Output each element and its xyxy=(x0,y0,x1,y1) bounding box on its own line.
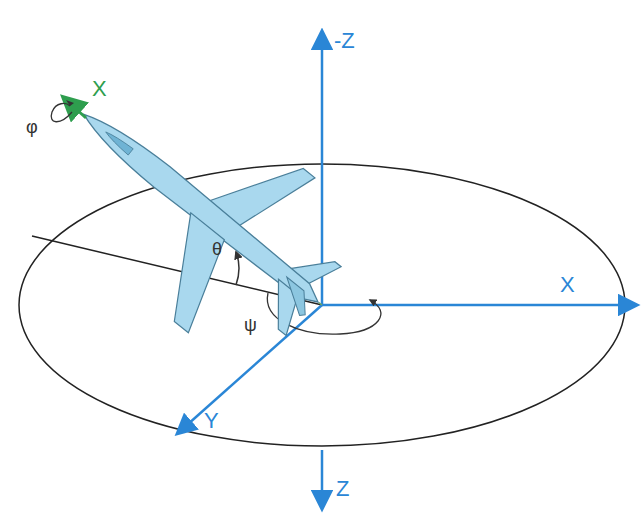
roll-arc xyxy=(51,104,72,122)
axis-label: Z xyxy=(336,478,349,500)
aircraft xyxy=(18,40,377,384)
pitch-arc xyxy=(236,252,239,285)
body-axis-label: X xyxy=(92,78,107,100)
y-axis xyxy=(178,305,322,433)
z-axis xyxy=(321,450,324,508)
x-axis xyxy=(322,304,636,307)
angle-label: θ xyxy=(212,240,222,258)
angle-label: ψ xyxy=(244,316,257,334)
angle-label: φ xyxy=(26,118,38,136)
axis-label: Y xyxy=(204,410,219,432)
axis-label: -Z xyxy=(334,30,355,52)
axis-label: X xyxy=(560,274,575,296)
body-x-axis xyxy=(64,98,86,118)
